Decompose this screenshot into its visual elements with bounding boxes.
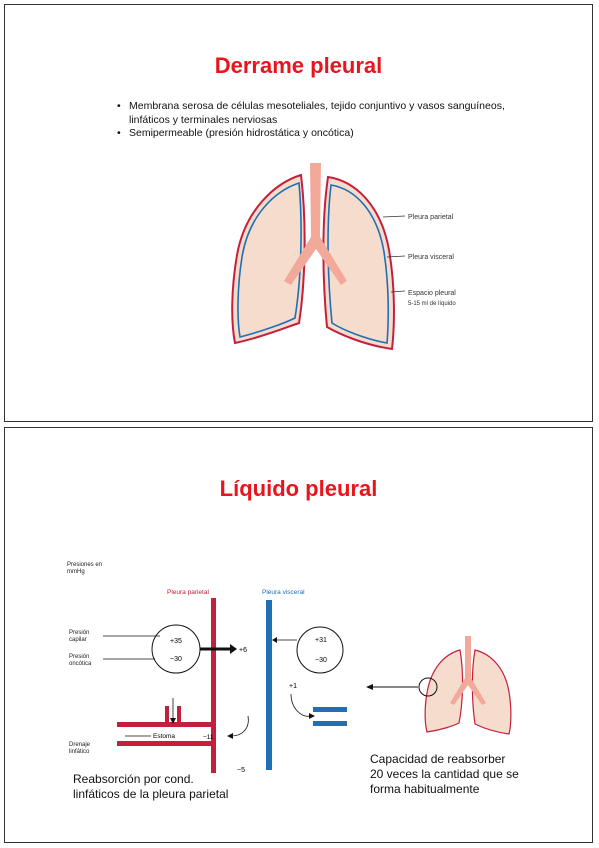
trachea-shape [284, 163, 347, 285]
visceral-arrowhead [272, 637, 277, 643]
parietal-label: Pleura parietal [167, 589, 209, 596]
equals-bar-bottom [313, 721, 347, 726]
stoma-wall-left [165, 706, 169, 724]
visceral-net-value: +1 [289, 683, 297, 690]
lymph-arrowhead [227, 733, 233, 739]
slide-title: Líquido pleural [219, 476, 378, 501]
lymph-curve [230, 715, 249, 737]
pressures-label: Presiones en mmHg [67, 562, 103, 575]
slide-liquido-pleural: Líquido pleural Presiones en mmHg Presió… [4, 427, 593, 843]
small-lung-left [471, 649, 512, 735]
stoma-wall-right [177, 706, 181, 724]
lung-left-shape [322, 175, 395, 351]
slide-derrame-pleural: Derrame pleural • Membrana serosa de cél… [4, 4, 593, 422]
capillary-label: Presión capilar [69, 630, 90, 643]
drainage-label: Drenaje linfático [69, 742, 91, 755]
lymph-value: −11 [203, 734, 214, 741]
small-trachea [450, 636, 486, 705]
bullet-item: • Membrana serosa de células mesoteliale… [117, 100, 537, 127]
bullet-icon: • [117, 127, 121, 139]
label-volume: 5-15 ml de líquido [408, 301, 456, 307]
leader-line [386, 255, 406, 258]
magnifier-circle [418, 677, 438, 697]
filtration-arrowhead [230, 644, 237, 654]
parietal-pleura-bar [211, 598, 216, 773]
bottom-value: −5 [237, 767, 245, 774]
small-lung-right [424, 649, 464, 733]
visceral-label: Pleura visceral [262, 589, 305, 596]
lymph-channel-top [117, 722, 213, 727]
parietal-net-value: +6 [239, 647, 247, 654]
parietal-pressure-circle [151, 624, 201, 674]
bullet-icon: • [117, 100, 121, 112]
visceral-pressure-circle [296, 626, 344, 674]
stoma-arrowhead [170, 718, 176, 724]
leader-line [390, 290, 406, 293]
visceral-oncotic-value: −30 [315, 657, 327, 664]
label-espacio-pleural: Espacio pleural [408, 290, 456, 297]
parietal-capillary-value: +35 [170, 638, 182, 645]
resorption-arrowhead [309, 713, 315, 719]
visceral-pleura-bar [266, 600, 272, 770]
bullet-item: • Semipermeable (presión hidrostática y … [117, 127, 537, 141]
lymph-channel-bottom [117, 741, 213, 746]
label-pleura-visceral: Pleura visceral [408, 254, 454, 261]
oncotic-label: Presión oncótica [69, 654, 92, 667]
equals-bar-top [313, 707, 347, 712]
stoma-label: Estoma [153, 733, 175, 740]
caption-left: Reabsorción por cond. linfáticos de la p… [73, 772, 229, 801]
leader-line [382, 215, 406, 218]
bullet-text: Semipermeable (presión hidrostática y on… [129, 127, 354, 139]
magnifier-arrowhead [366, 684, 373, 690]
pressure-diagram: Pleura parietal Pleura visceral +35 −30 … [103, 589, 512, 774]
parietal-oncotic-value: −30 [170, 656, 182, 663]
label-pleura-parietal: Pleura parietal [408, 214, 454, 221]
slide-title: Derrame pleural [214, 53, 383, 78]
bullet-list: • Membrana serosa de células mesoteliale… [117, 100, 537, 141]
caption-right: Capacidad de reabsorber 20 veces la cant… [370, 752, 519, 796]
resorption-curve [290, 693, 312, 717]
visceral-capillary-value: +31 [315, 637, 327, 644]
lung-diagram: Pleura parietal Pleura visceral Espacio … [231, 163, 456, 351]
bullet-text: Membrana serosa de células mesoteliales,… [129, 100, 505, 126]
